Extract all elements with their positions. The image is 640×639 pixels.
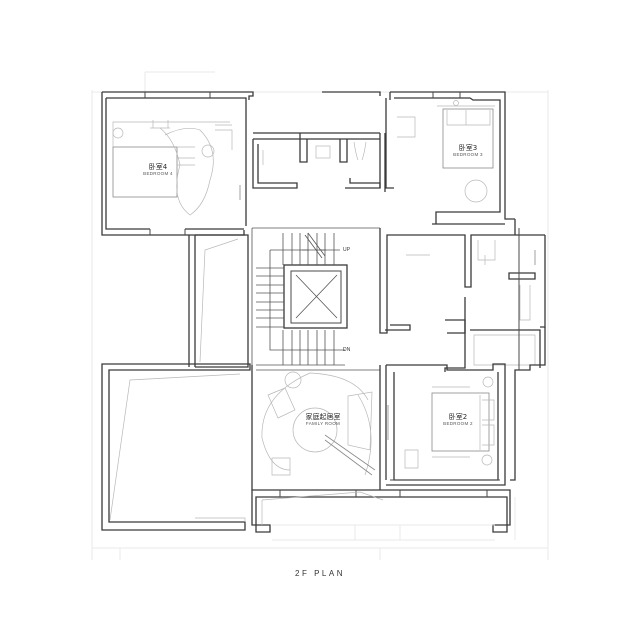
room-name-cn: 家庭起居室	[305, 413, 341, 421]
room-name-en: FAMILY ROOM	[305, 421, 341, 426]
room-name-en: BEDROOM 2	[443, 421, 473, 426]
bedroom-4-walls	[101, 91, 254, 236]
stair-down-label: DN	[343, 347, 351, 353]
room-name-cn: 卧室3	[458, 144, 478, 152]
room-name-en: BEDROOM 4	[143, 171, 173, 176]
lower-left-void-walls	[101, 363, 251, 531]
room-label-bedroom-3: 卧室3 BEDROOM 3	[438, 145, 498, 158]
construction-lines	[91, 71, 549, 560]
room-name-en: BEDROOM 3	[453, 152, 483, 157]
top-baths-fixtures	[262, 141, 367, 165]
plan-title: 2F PLAN	[295, 569, 345, 578]
bedroom-2-walls	[386, 363, 506, 486]
bottom-balcony-walls	[251, 489, 516, 541]
family-room-furniture	[261, 371, 376, 476]
room-label-family-room: 家庭起居室 FAMILY ROOM	[290, 414, 356, 427]
left-void-walls	[188, 234, 249, 368]
bedroom-3-furniture	[397, 100, 495, 203]
top-baths-walls	[252, 91, 386, 192]
room-label-bedroom-4: 卧室4 BEDROOM 4	[128, 164, 188, 177]
room-label-bedroom-2: 卧室2 BEDROOM 2	[428, 414, 488, 427]
stair-core	[251, 227, 380, 480]
bedroom-4-furniture	[112, 120, 241, 216]
bedroom-3-walls	[385, 91, 515, 225]
right-middle-walls	[379, 228, 546, 372]
room-name-cn: 卧室4	[148, 163, 168, 171]
bedroom-2-furniture	[387, 376, 495, 469]
right-exterior-walls	[510, 219, 546, 481]
room-name-cn: 卧室2	[448, 413, 468, 421]
stair-up-label: UP	[343, 247, 351, 253]
